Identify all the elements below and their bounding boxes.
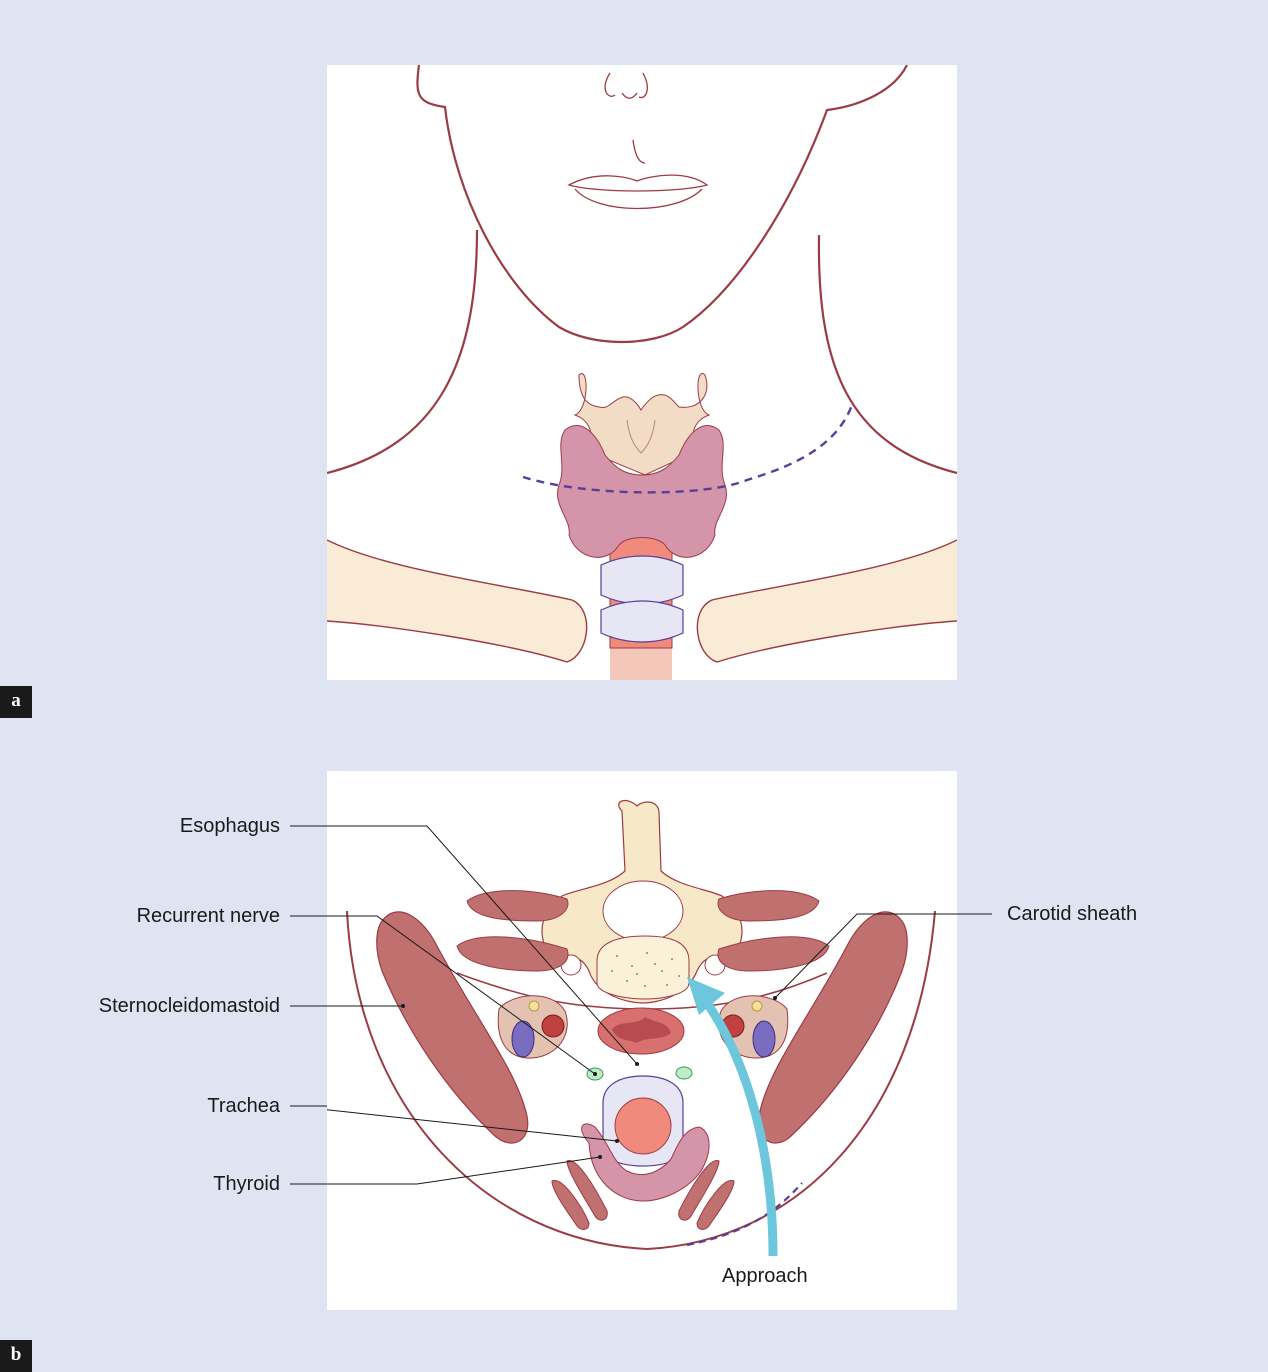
label-approach: Approach (722, 1266, 808, 1286)
label-thyroid: Thyroid (213, 1174, 280, 1194)
panel-letter-b: b (0, 1340, 32, 1372)
label-trachea: Trachea (207, 1096, 280, 1116)
label-recurrent-nerve: Recurrent nerve (137, 906, 280, 926)
label-sternocleidomastoid: Sternocleidomastoid (99, 996, 280, 1016)
label-carotid-sheath: Carotid sheath (1007, 904, 1137, 924)
label-esophagus: Esophagus (180, 816, 280, 836)
